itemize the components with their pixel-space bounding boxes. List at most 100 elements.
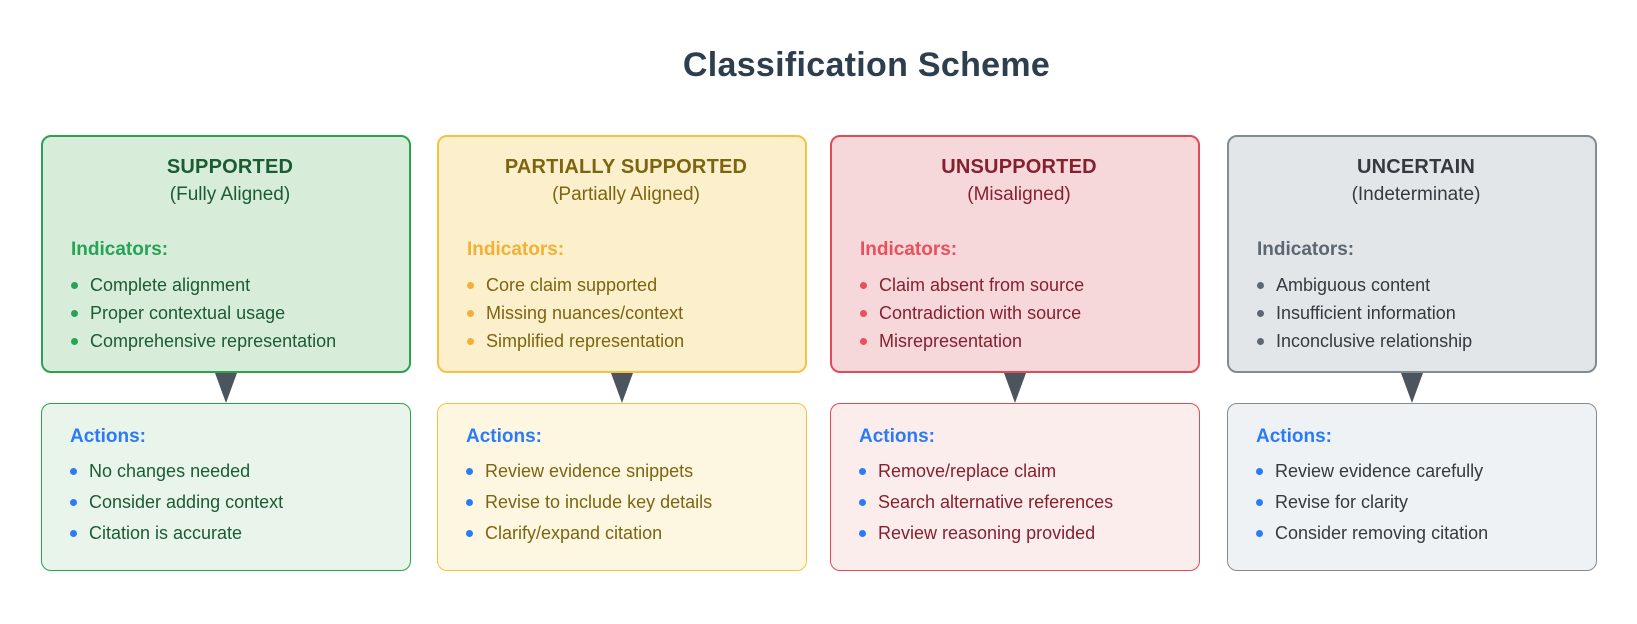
bullet-dot-icon xyxy=(1256,499,1263,506)
actions-label: Actions: xyxy=(70,426,146,447)
bullet-dot-icon xyxy=(467,309,474,317)
list-item: No changes needed xyxy=(70,456,390,487)
category-title: UNSUPPORTED xyxy=(941,156,1097,178)
list-item: Insufficient information xyxy=(1257,299,1575,327)
category-title: PARTIALLY SUPPORTED xyxy=(504,156,748,178)
list-item: Review reasoning provided xyxy=(859,518,1179,549)
indicators-label: Indicators: xyxy=(467,239,565,260)
list-item: Consider adding context xyxy=(70,487,390,518)
list-item: Inconclusive relationship xyxy=(1257,327,1575,355)
bullet-dot-icon xyxy=(1256,530,1263,537)
action-card-uncertain: Actions: Review evidence carefully Revis… xyxy=(1227,403,1597,571)
bullet-dot-icon xyxy=(1257,309,1264,317)
indicators-list: Complete alignment Proper contextual usa… xyxy=(71,271,389,355)
bullet-dot-icon xyxy=(70,468,77,475)
category-subtitle: (Partially Aligned) xyxy=(552,184,700,205)
action-card-supported: Actions: No changes needed Consider addi… xyxy=(41,403,411,571)
list-item-text: Proper contextual usage xyxy=(90,303,286,323)
indicators-list: Claim absent from source Contradiction w… xyxy=(860,271,1178,355)
bullet-dot-icon xyxy=(860,337,867,345)
list-item-text: Remove/replace claim xyxy=(878,461,1057,481)
bullet-dot-icon xyxy=(71,337,78,345)
bullet-dot-icon xyxy=(467,281,474,289)
list-item-text: Review evidence snippets xyxy=(485,461,694,481)
bullet-dot-icon xyxy=(1257,337,1264,345)
indicator-card-uncertain: UNCERTAIN (Indeterminate) Indicators: Am… xyxy=(1227,135,1597,373)
down-arrow-icon xyxy=(1004,373,1026,403)
list-item: Missing nuances/context xyxy=(467,299,785,327)
list-item: Revise for clarity xyxy=(1256,487,1576,518)
list-item-text: Insufficient information xyxy=(1276,303,1456,323)
list-item-text: Complete alignment xyxy=(90,275,251,295)
category-column-partially-supported: PARTIALLY SUPPORTED (Partially Aligned) … xyxy=(437,135,807,571)
list-item-text: Review reasoning provided xyxy=(878,523,1096,543)
bullet-dot-icon xyxy=(860,281,867,289)
category-subtitle: (Fully Aligned) xyxy=(169,184,291,205)
bullet-dot-icon xyxy=(859,499,866,506)
list-item: Core claim supported xyxy=(467,271,785,299)
list-item-text: Missing nuances/context xyxy=(486,303,684,323)
bullet-dot-icon xyxy=(71,309,78,317)
list-item: Claim absent from source xyxy=(860,271,1178,299)
bullet-dot-icon xyxy=(1257,281,1264,289)
bullet-dot-icon xyxy=(71,281,78,289)
bullet-dot-icon xyxy=(859,530,866,537)
indicators-label: Indicators: xyxy=(71,239,169,260)
list-item: Review evidence snippets xyxy=(466,456,786,487)
bullet-dot-icon xyxy=(860,309,867,317)
list-item-text: Clarify/expand citation xyxy=(485,523,663,543)
actions-label: Actions: xyxy=(1256,426,1332,447)
category-column-uncertain: UNCERTAIN (Indeterminate) Indicators: Am… xyxy=(1227,135,1597,571)
actions-list: No changes needed Consider adding contex… xyxy=(70,456,390,549)
bullet-dot-icon xyxy=(466,530,473,537)
action-card-unsupported: Actions: Remove/replace claim Search alt… xyxy=(830,403,1200,571)
list-item: Revise to include key details xyxy=(466,487,786,518)
list-item-text: Contradiction with source xyxy=(879,303,1082,323)
indicator-card-unsupported: UNSUPPORTED (Misaligned) Indicators: Cla… xyxy=(830,135,1200,373)
list-item-text: Citation is accurate xyxy=(89,523,243,543)
list-item: Review evidence carefully xyxy=(1256,456,1576,487)
indicator-card-partially-supported: PARTIALLY SUPPORTED (Partially Aligned) … xyxy=(437,135,807,373)
actions-label: Actions: xyxy=(466,426,542,447)
bullet-dot-icon xyxy=(466,499,473,506)
list-item: Citation is accurate xyxy=(70,518,390,549)
list-item-text: Review evidence carefully xyxy=(1275,461,1484,481)
list-item-text: Simplified representation xyxy=(486,331,685,351)
list-item-text: Consider adding context xyxy=(89,492,284,512)
bullet-dot-icon xyxy=(466,468,473,475)
action-card-partially-supported: Actions: Review evidence snippets Revise… xyxy=(437,403,807,571)
indicator-card-supported: SUPPORTED (Fully Aligned) Indicators: Co… xyxy=(41,135,411,373)
list-item-text: Consider removing citation xyxy=(1275,523,1489,543)
list-item: Complete alignment xyxy=(71,271,389,299)
category-column-unsupported: UNSUPPORTED (Misaligned) Indicators: Cla… xyxy=(830,135,1200,571)
list-item-text: Ambiguous content xyxy=(1276,275,1431,295)
list-item: Search alternative references xyxy=(859,487,1179,518)
list-item: Misrepresentation xyxy=(860,327,1178,355)
list-item-text: Inconclusive relationship xyxy=(1276,331,1473,351)
category-subtitle: (Indeterminate) xyxy=(1351,184,1481,205)
indicators-list: Core claim supported Missing nuances/con… xyxy=(467,271,785,355)
list-item: Simplified representation xyxy=(467,327,785,355)
category-column-supported: SUPPORTED (Fully Aligned) Indicators: Co… xyxy=(41,135,411,571)
actions-list: Remove/replace claim Search alternative … xyxy=(859,456,1179,549)
down-arrow-icon xyxy=(1401,373,1423,403)
list-item-text: Misrepresentation xyxy=(879,331,1023,351)
down-arrow-icon xyxy=(215,373,237,403)
indicators-label: Indicators: xyxy=(1257,239,1355,260)
list-item-text: Revise to include key details xyxy=(485,492,713,512)
indicators-list: Ambiguous content Insufficient informati… xyxy=(1257,271,1575,355)
indicators-label: Indicators: xyxy=(860,239,958,260)
page-title: Classification Scheme xyxy=(682,46,1051,84)
list-item-text: Search alternative references xyxy=(878,492,1114,512)
bullet-dot-icon xyxy=(70,499,77,506)
down-arrow-icon xyxy=(611,373,633,403)
actions-label: Actions: xyxy=(859,426,935,447)
list-item: Clarify/expand citation xyxy=(466,518,786,549)
actions-list: Review evidence carefully Revise for cla… xyxy=(1256,456,1576,549)
bullet-dot-icon xyxy=(859,468,866,475)
list-item-text: Core claim supported xyxy=(486,275,658,295)
list-item: Comprehensive representation xyxy=(71,327,389,355)
category-title: SUPPORTED xyxy=(166,156,294,178)
list-item-text: Claim absent from source xyxy=(879,275,1085,295)
